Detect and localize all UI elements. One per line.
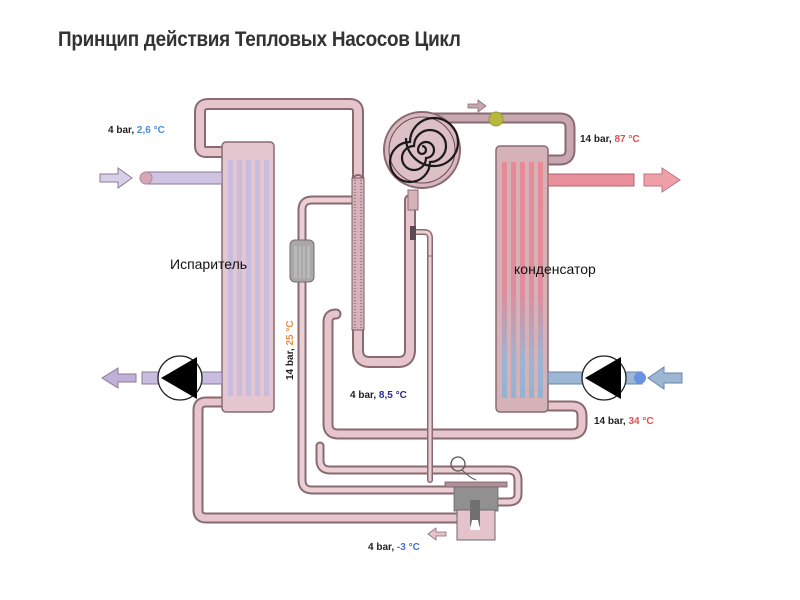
evaporator-tube xyxy=(264,160,269,396)
evaporator-brine-pipes xyxy=(139,171,223,385)
label-condenser-outlet: 14 bar, 34 °C xyxy=(594,416,654,427)
evaporator-label: Испаритель xyxy=(170,256,247,272)
evaporator-tube xyxy=(237,160,242,396)
condenser-tube xyxy=(538,162,543,398)
condenser-tube xyxy=(520,162,525,398)
expansion-valve-icon xyxy=(444,456,508,541)
scroll-compressor-icon xyxy=(383,111,461,240)
evaporator xyxy=(221,141,275,413)
condenser-tube xyxy=(502,162,507,398)
condenser-tube xyxy=(511,162,516,398)
condenser-return-sensor xyxy=(634,372,646,384)
page-title: Принцип действия Тепловых Насосов Цикл xyxy=(58,28,461,51)
label-liquid-line: 14 bar, 25 °C xyxy=(285,320,296,380)
label-compressor-outlet: 14 bar, 87 °C xyxy=(580,134,640,145)
brine-out-arrow-icon xyxy=(101,367,137,389)
discharge-sensor xyxy=(488,111,504,127)
label-evaporator-outlet: 4 bar, 2,6 °C xyxy=(108,125,165,136)
evaporator-inlet-sensor xyxy=(139,171,153,185)
pipe-hx-u-bend xyxy=(352,174,416,368)
internal-heat-exchanger xyxy=(351,177,365,331)
label-expansion: 4 bar, -3 °C xyxy=(368,542,420,553)
filter-dryer-icon xyxy=(289,239,315,283)
heating-flow-arrow-icon xyxy=(643,167,681,193)
refrigerant-pipes xyxy=(192,98,588,524)
condenser xyxy=(495,145,549,413)
discharge-arrow-icon xyxy=(467,99,487,113)
evaporator-tube xyxy=(228,160,233,396)
pipe-sensing-line xyxy=(413,229,433,483)
evaporator-tube xyxy=(246,160,251,396)
label-suction: 4 bar, 8,5 °C xyxy=(350,390,407,401)
evaporator-tube xyxy=(255,160,260,396)
condenser-label: конденсатор xyxy=(514,261,596,277)
condenser-heating-pipes xyxy=(547,173,646,385)
heating-return-arrow-icon xyxy=(647,366,683,390)
brine-pump-icon xyxy=(157,355,203,401)
condenser-tube xyxy=(529,162,534,398)
heating-pump-icon xyxy=(581,355,627,401)
brine-in-arrow-icon xyxy=(99,167,133,189)
expansion-flow-arrow-icon xyxy=(427,527,447,541)
